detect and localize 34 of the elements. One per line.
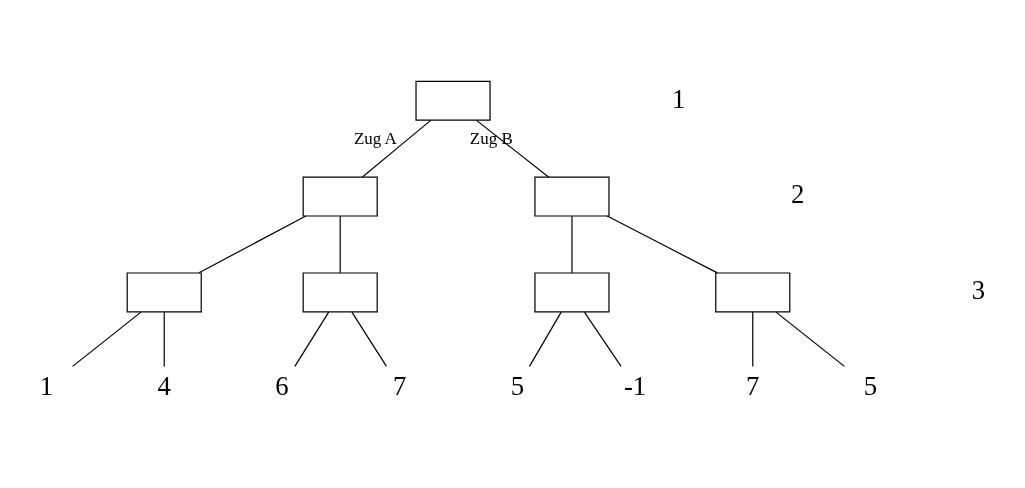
connector: [198, 214, 307, 273]
edge-label: Zug A: [353, 128, 397, 148]
connector: [775, 311, 845, 367]
node-text: 7: [392, 370, 407, 401]
node-text: 4: [157, 370, 171, 401]
label: 1: [672, 82, 686, 113]
connector: [475, 119, 550, 178]
connector: [339, 215, 341, 273]
connector: [606, 214, 718, 273]
connector: [361, 119, 432, 178]
label: 3: [971, 274, 986, 305]
node-text: 5: [863, 370, 878, 401]
node-box: [126, 271, 202, 312]
connector: [294, 311, 330, 367]
connector: [72, 311, 142, 367]
node-text: 1: [39, 370, 54, 401]
node-box: [534, 271, 610, 312]
node-text: 6: [275, 370, 289, 401]
node-text: -1: [623, 370, 647, 401]
connector: [571, 215, 573, 273]
label: 2: [791, 178, 805, 209]
edge-label: Zug B: [469, 128, 513, 148]
node-box: [715, 271, 791, 312]
node-box: [534, 176, 610, 217]
connector: [583, 311, 622, 367]
node-box: [415, 80, 491, 121]
connector: [163, 311, 165, 367]
node-box: [302, 176, 378, 217]
connector: [528, 311, 562, 367]
node-box: [302, 271, 378, 312]
node-text: 7: [746, 370, 760, 401]
connector: [752, 311, 754, 367]
connector: [351, 311, 388, 367]
node-text: 5: [510, 370, 525, 401]
